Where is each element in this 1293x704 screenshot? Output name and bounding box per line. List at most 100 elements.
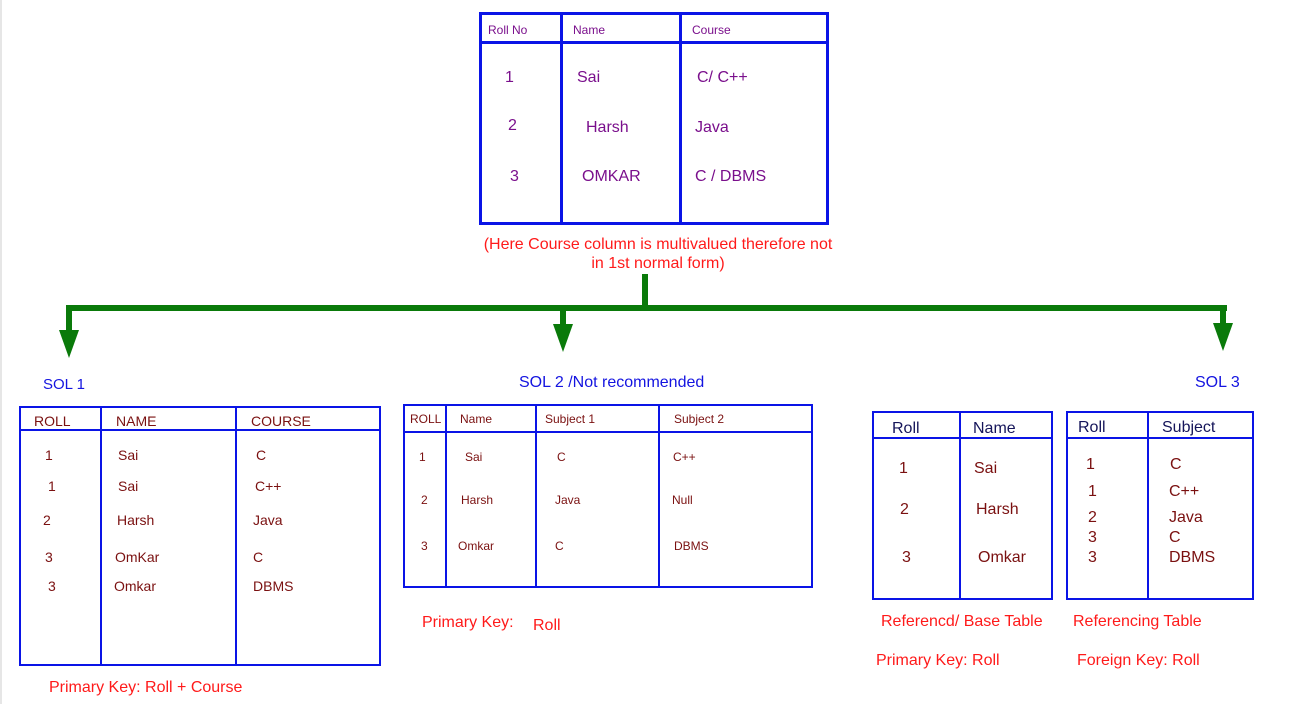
sol1-cell: 1 (48, 478, 56, 494)
sol1-cell: DBMS (253, 578, 294, 594)
original-cell: C / DBMS (695, 168, 767, 185)
sol3-ref-cell: 1 (1086, 456, 1095, 473)
original-header-name: Name (573, 23, 606, 37)
sol2-col-divider-3 (658, 404, 660, 588)
original-table-border (479, 12, 829, 225)
sol3-ref-cell: 3 (1088, 529, 1097, 546)
arrow-drop-sol3 (1220, 305, 1226, 325)
original-cell: Harsh (586, 119, 629, 136)
sol2-cell: Omkar (458, 539, 494, 553)
original-cell: 3 (510, 168, 519, 185)
sol3-ref-header-subject: Subject (1162, 419, 1216, 436)
original-cell: 1 (505, 69, 514, 86)
sol2-header-divider (403, 431, 813, 433)
arrow-crossbar (66, 305, 1227, 311)
sol3-base-cell: Sai (974, 460, 998, 477)
sol2-cell: Sai (465, 450, 483, 464)
sol3-ref-col-divider (1147, 411, 1149, 600)
sol2-header-roll: ROLL (410, 412, 442, 426)
sol2-cell: C (557, 450, 566, 464)
sol1-header-divider (19, 429, 381, 431)
sol3-base-header-roll: Roll (892, 420, 920, 437)
sol1-cell: C (256, 447, 267, 463)
arrow-drop-sol2 (560, 305, 566, 325)
sol2-col-divider-1 (445, 404, 447, 588)
sol2-header-subject1: Subject 1 (545, 412, 596, 426)
sol3-ref-header-divider (1066, 437, 1254, 439)
original-header-course: Course (692, 23, 731, 37)
sol3-base-cell: 1 (899, 460, 908, 477)
sol3-ref-cell: 3 (1088, 549, 1097, 566)
sol1-header-roll: ROLL (34, 413, 71, 429)
sol2-cell: Harsh (461, 493, 494, 507)
original-note-line2: in 1st normal form) (591, 255, 725, 272)
sol2-cell: 1 (419, 450, 426, 464)
original-cell: OMKAR (582, 168, 641, 185)
arrow-drop-sol1 (66, 305, 72, 331)
sol1-cell: 3 (48, 578, 56, 594)
sol1-cell: 1 (45, 447, 53, 463)
sol3-base-cell: Harsh (976, 501, 1019, 518)
original-col-divider-2 (679, 12, 682, 225)
sol1-primary-key: Primary Key: Roll + Course (49, 679, 243, 696)
sol3-base-header-name: Name (973, 420, 1016, 437)
sol2-title: SOL 2 /Not recommended (519, 374, 705, 391)
sol3-ref-cell: 1 (1088, 483, 1097, 500)
sol3-ref-cell: 2 (1088, 509, 1097, 526)
sol3-base-cell: 2 (900, 501, 909, 518)
sol3-ref-cell: C (1170, 456, 1182, 473)
original-cell: Sai (577, 69, 601, 86)
sol3-foreign-key: Foreign Key: Roll (1077, 652, 1200, 669)
sol1-cell: Omkar (114, 578, 156, 594)
sol1-header-course: COURSE (251, 413, 311, 429)
original-col-divider-1 (560, 12, 563, 225)
sol2-cell: DBMS (674, 539, 709, 553)
original-cell: Java (695, 119, 729, 136)
sol3-base-table-border (872, 411, 1053, 600)
sol3-base-cell: 3 (902, 549, 911, 566)
sol3-ref-cell: C (1169, 529, 1181, 546)
left-edge-divider (0, 0, 2, 704)
sol3-ref-header-roll: Roll (1078, 419, 1106, 436)
sol2-primary-key-label: Primary Key: (422, 614, 514, 631)
sol1-cell: Harsh (117, 512, 155, 528)
sol2-cell: Null (672, 493, 693, 507)
sol2-cell: C++ (673, 450, 696, 464)
sol2-header-subject2: Subject 2 (674, 412, 725, 426)
sol3-title: SOL 3 (1195, 374, 1240, 391)
sol2-table-border (403, 404, 813, 588)
sol3-base-col-divider (959, 411, 961, 600)
sol1-cell: 3 (45, 549, 53, 565)
sol3-ref-table-border (1066, 411, 1254, 600)
arrow-head-sol2 (553, 324, 573, 352)
sol1-cell: Sai (118, 447, 139, 463)
sol3-primary-key: Primary Key: Roll (876, 652, 1000, 669)
original-header-roll: Roll No (488, 23, 528, 37)
sol1-table-border (19, 406, 381, 666)
sol1-col-divider-1 (100, 406, 102, 666)
sol2-primary-key-value: Roll (533, 617, 561, 634)
original-note-line1: (Here Course column is multivalued there… (483, 236, 833, 253)
sol3-ref-cell: DBMS (1169, 549, 1216, 566)
sol1-title: SOL 1 (43, 376, 85, 393)
sol2-cell: Java (555, 493, 581, 507)
sol1-cell: Java (253, 512, 283, 528)
sol2-header-name: Name (460, 412, 493, 426)
arrow-head-sol3 (1213, 323, 1233, 351)
sol1-col-divider-2 (235, 406, 237, 666)
sol1-cell: C++ (255, 478, 282, 494)
sol1-header-name: NAME (116, 413, 157, 429)
sol2-col-divider-2 (535, 404, 537, 588)
original-cell: C/ C++ (697, 69, 748, 86)
sol1-cell: C (253, 549, 264, 565)
sol2-cell: 2 (421, 493, 428, 507)
sol3-base-cell: Omkar (978, 549, 1026, 566)
original-cell: 2 (508, 117, 517, 134)
sol1-cell: 2 (43, 512, 51, 528)
sol3-ref-caption: Referencing Table (1073, 613, 1202, 630)
original-header-divider (479, 41, 829, 44)
sol3-ref-cell: C++ (1169, 483, 1200, 500)
sol2-cell: C (555, 539, 564, 553)
arrow-stem (642, 274, 648, 308)
